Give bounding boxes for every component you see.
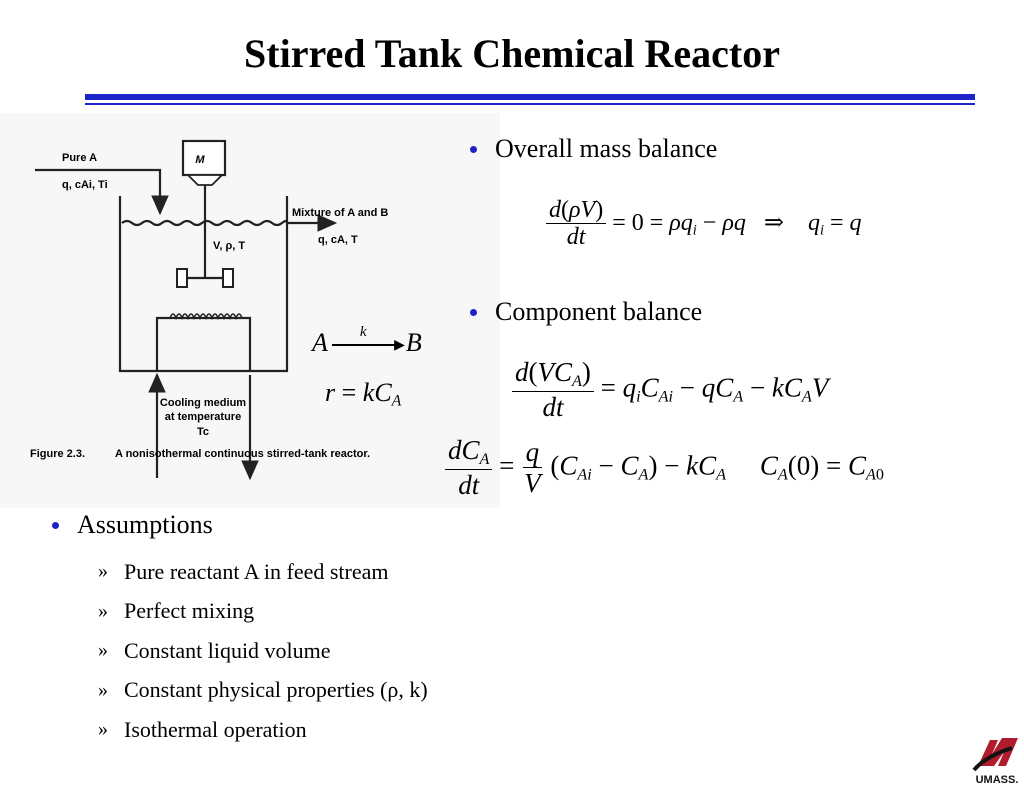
reactant: A bbox=[312, 328, 328, 357]
assumption-item: »Pure reactant A in feed stream bbox=[98, 558, 389, 584]
assumptions-label: Assumptions bbox=[77, 510, 213, 539]
product: B bbox=[405, 328, 422, 357]
component-label: Component balance bbox=[495, 297, 703, 326]
mass-balance-equation: d(ρV)dt = 0 = ρqi − ρq ⇒ qi = q bbox=[546, 197, 862, 252]
reactor-diagram: M Pure A q, cAi, Ti Mixture of A and B q… bbox=[30, 139, 388, 481]
assumptions-list: »Pure reactant A in feed stream »Perfect… bbox=[98, 552, 428, 750]
bullet-overall: Overall mass balance bbox=[470, 134, 717, 164]
title-rule-thin bbox=[85, 103, 975, 105]
motor-label: M bbox=[195, 154, 205, 166]
bullet-assumptions: Assumptions bbox=[52, 510, 213, 540]
coolant-label-2: at temperature bbox=[165, 411, 241, 423]
outlet-label: Mixture of A and B bbox=[292, 207, 388, 219]
outlet-vars: q, cA, T bbox=[318, 234, 358, 246]
coolant-temp: Tc bbox=[197, 426, 209, 438]
feed-vars: q, cAi, Ti bbox=[62, 179, 108, 191]
overall-label: Overall mass balance bbox=[495, 134, 718, 163]
assumption-item: »Perfect mixing bbox=[98, 598, 255, 624]
bullet-dot bbox=[470, 308, 477, 316]
title-rule-thick bbox=[85, 94, 975, 100]
coolant-label-1: Cooling medium bbox=[160, 397, 246, 409]
component-balance-equation: d(VCA)dt = qiCAi − qCA − kCAV bbox=[512, 357, 828, 423]
umass-logo: UMASS. bbox=[972, 734, 1022, 786]
assumption-item: »Isothermal operation bbox=[98, 716, 307, 742]
assumption-item: »Constant liquid volume bbox=[98, 637, 331, 663]
bullet-component: Component balance bbox=[470, 297, 702, 327]
rate-law: r = kCA bbox=[325, 378, 402, 410]
rate-constant: k bbox=[359, 324, 367, 341]
caption-number: Figure 2.3. bbox=[30, 448, 85, 460]
bullet-dot bbox=[470, 145, 477, 153]
caption-text: A nonisothermal continuous stirred-tank … bbox=[115, 448, 370, 460]
assumption-item: »Constant physical properties (ρ, k) bbox=[98, 677, 428, 703]
slide-title: Stirred Tank Chemical Reactor bbox=[244, 31, 780, 76]
tank-vars: V, ρ, T bbox=[213, 240, 245, 252]
reactor-figure: M Pure A q, cAi, Ti Mixture of A and B q… bbox=[0, 113, 500, 508]
logo-text: UMASS. bbox=[976, 774, 1019, 786]
bullet-dot bbox=[52, 521, 59, 529]
feed-label: Pure A bbox=[62, 152, 97, 164]
